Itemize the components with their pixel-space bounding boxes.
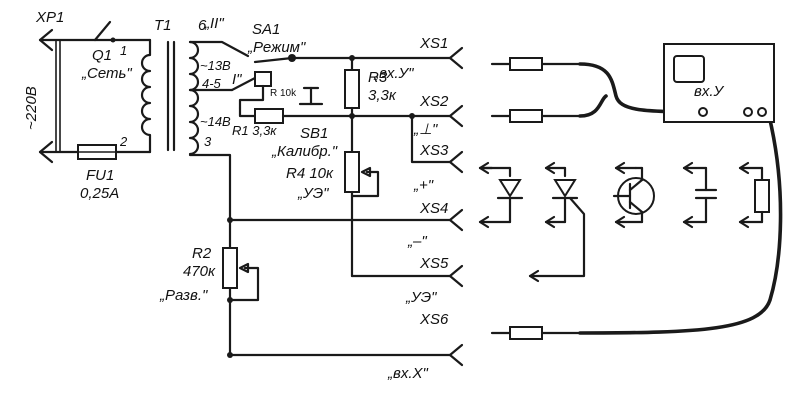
cable-2 <box>578 94 608 118</box>
mains-voltage-label: ~220В <box>23 86 40 130</box>
socket-xs3 <box>448 150 464 174</box>
r2-label: R2 <box>192 245 212 262</box>
q1-name-label: „Сеть" <box>81 65 132 82</box>
xs5-name-label: „УЭ" <box>405 289 437 306</box>
sb1-name-label: „Калибр." <box>271 143 338 160</box>
xs3-label: XS3 <box>419 142 449 159</box>
q1-pin-label: 1 <box>120 43 127 58</box>
oscilloscope <box>663 43 775 123</box>
q1-label: Q1 <box>92 47 112 64</box>
fu1-label: FU1 <box>86 167 114 184</box>
cable-3 <box>578 118 783 335</box>
socket-xs5 <box>448 264 464 288</box>
transformer-t1 <box>140 38 200 156</box>
r-10k-label: R 10k <box>270 88 297 99</box>
resistor-r3 <box>344 69 360 109</box>
r4-name-label: „УЭ" <box>297 185 329 202</box>
pushbutton-sb1 <box>298 86 324 106</box>
sa1-name-label: „Режим" <box>247 39 306 56</box>
xs5-label: XS5 <box>419 255 449 272</box>
resistor-r1 <box>254 108 284 124</box>
probe-plug-2 <box>490 109 582 123</box>
capacitor-symbol <box>682 161 718 229</box>
socket-xs2 <box>448 104 464 128</box>
transistor-symbol <box>612 161 655 229</box>
socket-xs1 <box>448 46 464 70</box>
r3-value-label: 3,3к <box>368 87 397 104</box>
t1-pin6-label: 6 <box>198 17 207 34</box>
xs2-label: XS2 <box>419 93 449 110</box>
r4-label: R4 10к <box>286 165 334 182</box>
xs6-label: XS6 <box>419 311 449 328</box>
diode-1-symbol <box>478 161 524 229</box>
winding-14v-label: ~14В <box>200 114 231 129</box>
winding-13v-pins-label: 4-5 <box>202 76 222 91</box>
diode-2-symbol <box>528 161 586 283</box>
xs3-name-label: „+" <box>413 177 434 194</box>
xp1-label: XP1 <box>35 9 64 26</box>
scope-input-label: вх.У <box>694 83 724 100</box>
resistor-r4 <box>344 151 360 193</box>
sa1-label: SA1 <box>252 21 280 38</box>
r1-label: R1 3,3к <box>232 123 277 138</box>
probe-plug-3 <box>490 326 582 340</box>
winding-14v-pin-label: 3 <box>204 134 212 149</box>
xs4-name-label: „–" <box>407 233 427 250</box>
xs2-name-label: „⊥" <box>413 121 438 138</box>
t1-label: T1 <box>154 17 172 34</box>
fu1-rating-label: 0,25А <box>80 185 119 202</box>
socket-xs4 <box>448 208 464 232</box>
pos-ii-label: „II" <box>204 15 224 32</box>
r2-name-label: „Разв." <box>159 287 208 304</box>
sb1-label: SB1 <box>300 125 328 142</box>
winding-13v-label: ~13В <box>200 58 231 73</box>
xs1-label: XS1 <box>419 35 448 52</box>
r2-value-label: 470к <box>183 263 216 280</box>
fu1-pin-label: 2 <box>119 134 128 149</box>
resistor-under-test-symbol <box>738 161 770 229</box>
r-10k-resistor <box>254 71 272 87</box>
resistor-r2 <box>222 247 238 289</box>
xs6-name-label: „вх.Х" <box>387 365 428 382</box>
switch-q1 <box>93 20 116 43</box>
r3-label: R3 <box>368 69 388 86</box>
pos-i-label: I" <box>232 71 242 88</box>
probe-plug-1 <box>490 57 582 71</box>
socket-xs6 <box>448 343 464 367</box>
cable-1 <box>578 62 702 114</box>
xs1-name-label: „вх.У" <box>373 65 414 82</box>
xs4-label: XS4 <box>419 200 448 217</box>
